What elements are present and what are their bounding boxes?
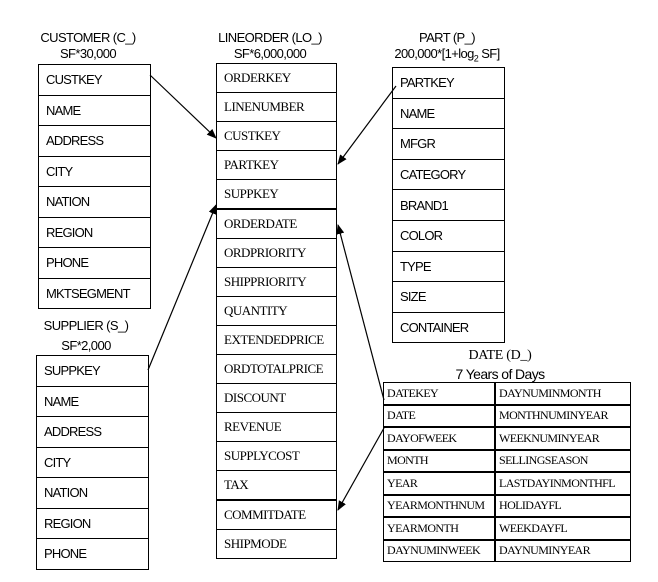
part-field-container: CONTAINER	[392, 311, 505, 344]
supplier-title: SUPPLIER (S_)	[43, 318, 129, 333]
date-field-holidayfl: HOLIDAYFL	[495, 494, 631, 517]
supplier-field-phone: PHONE	[36, 538, 149, 570]
part-size: 200,000*[1+log2 SF]	[394, 46, 500, 64]
lineorder-size: SF*6,000,000	[233, 46, 307, 61]
lineorder-field-suppkey: SUPPKEY	[216, 179, 337, 210]
supplier-suppkey-arrow	[147, 204, 217, 371]
part-field-color: COLOR	[392, 220, 505, 252]
lineorder-field-partkey: PARTKEY	[216, 150, 337, 181]
customer-title: CUSTOMER (C_)	[40, 30, 136, 45]
date-orderdate-arrow	[336, 224, 385, 401]
part-field-size: SIZE	[392, 281, 505, 313]
part-partkey-arrow	[337, 85, 397, 165]
date-field-year: YEAR	[383, 472, 495, 495]
date-field-date: DATE	[383, 404, 495, 427]
date-field-yearmonthnum: YEARMONTHNUM	[383, 494, 495, 517]
customer-field-phone: PHONE	[38, 247, 151, 279]
lineorder-field-tax: TAX	[216, 470, 337, 501]
supplier-field-suppkey: SUPPKEY	[36, 355, 149, 387]
part-field-mfgr: MFGR	[392, 128, 505, 160]
date-commitdate-arrow	[337, 427, 385, 511]
date-field-sellingseason: SELLINGSEASON	[495, 449, 631, 472]
date-field-weekdayfl: WEEKDAYFL	[495, 517, 631, 540]
date-field-yearmonth: YEARMONTH	[383, 517, 495, 540]
date-field-dayofweek: DAYOFWEEK	[383, 427, 495, 450]
date-field-daynuminyear: DAYNUMINYEAR	[495, 539, 631, 562]
supplier-field-name: NAME	[36, 385, 149, 417]
lineorder-field-quantity: QUANTITY	[216, 295, 337, 326]
customer-field-custkey: CUSTKEY	[38, 64, 151, 96]
part-field-brand1: BRAND1	[392, 189, 505, 221]
lineorder-field-extendedprice: EXTENDEDPRICE	[216, 324, 337, 355]
lineorder-field-shipmode: SHIPMODE	[216, 528, 337, 559]
customer-field-region: REGION	[38, 216, 151, 248]
lineorder-field-ordtotalprice: ORDTOTALPRICE	[216, 354, 337, 385]
customer-field-city: CITY	[38, 155, 151, 187]
customer-field-name: NAME	[38, 94, 151, 126]
customer-field-nation: NATION	[38, 186, 151, 218]
date-field-daynuminmonth: DAYNUMINMONTH	[495, 382, 631, 405]
lineorder-field-custkey: CUSTKEY	[216, 121, 337, 152]
date-field-monthnuminyear: MONTHNUMINYEAR	[495, 404, 631, 427]
lineorder-field-revenue: REVENUE	[216, 412, 337, 443]
date-field-lastdayinmonthfl: LASTDAYINMONTHFL	[495, 472, 631, 495]
part-title: PART (P_)	[418, 30, 476, 45]
supplier-field-city: CITY	[36, 446, 149, 478]
lineorder-title: LINEORDER (LO_)	[218, 30, 322, 45]
customer-field-address: ADDRESS	[38, 125, 151, 157]
date-field-month: MONTH	[383, 449, 495, 472]
date-size: 7 Years of Days	[455, 366, 545, 382]
date-field-daynuminweek: DAYNUMINWEEK	[383, 539, 495, 562]
customer-field-mktsegment: MKTSEGMENT	[38, 277, 151, 309]
date-field-datekey: DATEKEY	[383, 382, 495, 405]
date-field-weeknuminyear: WEEKNUMINYEAR	[495, 427, 631, 450]
supplier-size: SF*2,000	[61, 338, 111, 353]
supplier-field-address: ADDRESS	[36, 416, 149, 448]
lineorder-field-discount: DISCOUNT	[216, 383, 337, 414]
customer-custkey-arrow	[149, 74, 217, 139]
date-title: DATE (D_)	[468, 348, 532, 363]
supplier-field-nation: NATION	[36, 477, 149, 509]
customer-size: SF*30,000	[59, 46, 117, 61]
